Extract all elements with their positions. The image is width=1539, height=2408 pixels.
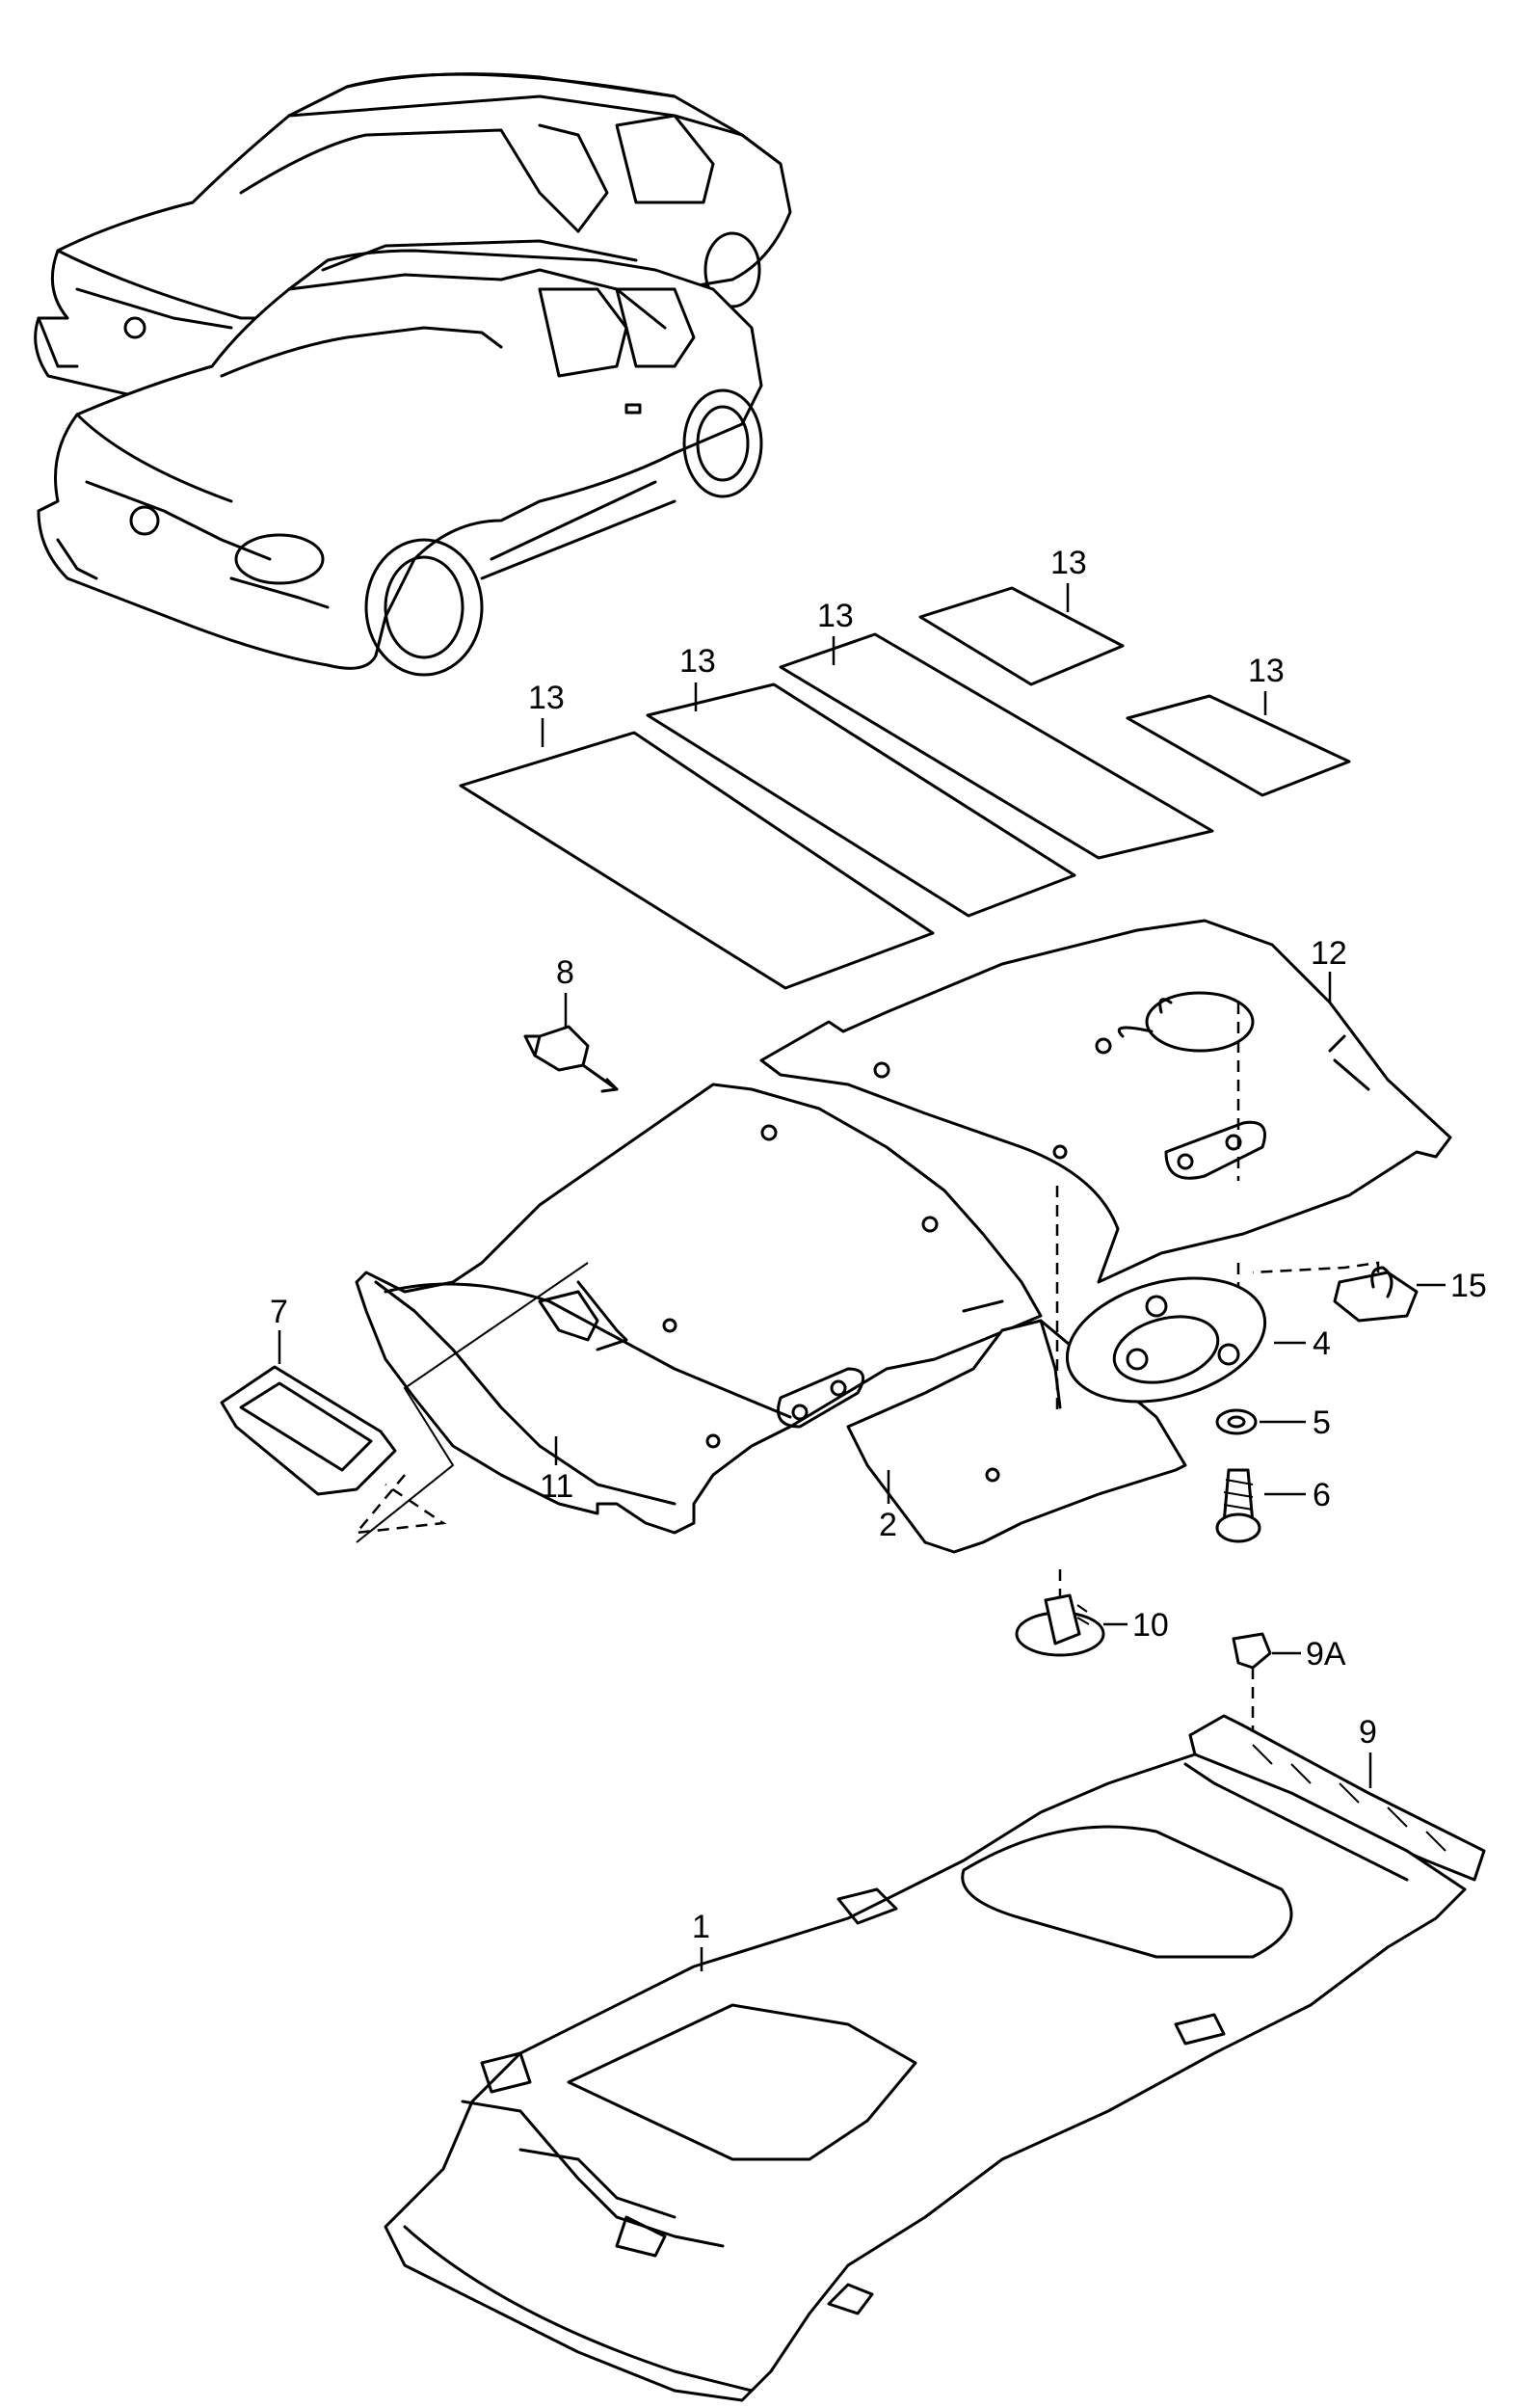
assembly-line (354, 1474, 447, 1535)
insulation-panels-13 (459, 586, 1351, 990)
callout-9: 9 (1359, 1714, 1377, 1751)
screw-6 (1215, 1468, 1261, 1543)
assembly-line (1252, 1261, 1380, 1292)
callout-8: 8 (556, 954, 574, 991)
hatchback-illustration (37, 239, 763, 677)
headliner-1 (384, 1752, 1467, 2402)
callout-4: 4 (1313, 1325, 1331, 1362)
callout-9a: 9A (1306, 1636, 1346, 1672)
callout-13: 13 (817, 598, 854, 634)
sedan-illustration (34, 72, 792, 419)
leader-lines (278, 583, 1446, 1971)
callout-2: 2 (879, 1507, 897, 1543)
callout-15: 15 (1450, 1268, 1487, 1304)
callout-6: 6 (1313, 1477, 1331, 1513)
callout-13: 13 (679, 643, 716, 680)
assembly-line (356, 1262, 589, 1543)
callout-1: 1 (692, 1909, 710, 1945)
callout-12: 12 (1311, 935, 1347, 972)
callout-13: 13 (1050, 545, 1087, 581)
callout-5: 5 (1313, 1405, 1331, 1441)
clip-9a (1232, 1632, 1272, 1670)
grab-handle-4 (1065, 1276, 1267, 1404)
headliner-11 (355, 1083, 1043, 1535)
clip-8 (523, 1025, 619, 1093)
clip-15 (1333, 1266, 1419, 1323)
callout-13: 13 (1248, 653, 1285, 689)
sun-visor-7 (220, 1365, 397, 1496)
washer-5 (1215, 1408, 1258, 1435)
clip-10 (1015, 1593, 1105, 1657)
callout-10: 10 (1132, 1607, 1169, 1644)
callout-13: 13 (528, 680, 565, 716)
callout-11: 11 (540, 1468, 573, 1505)
headliner-12 (759, 919, 1452, 1284)
callout-7: 7 (270, 1294, 288, 1330)
